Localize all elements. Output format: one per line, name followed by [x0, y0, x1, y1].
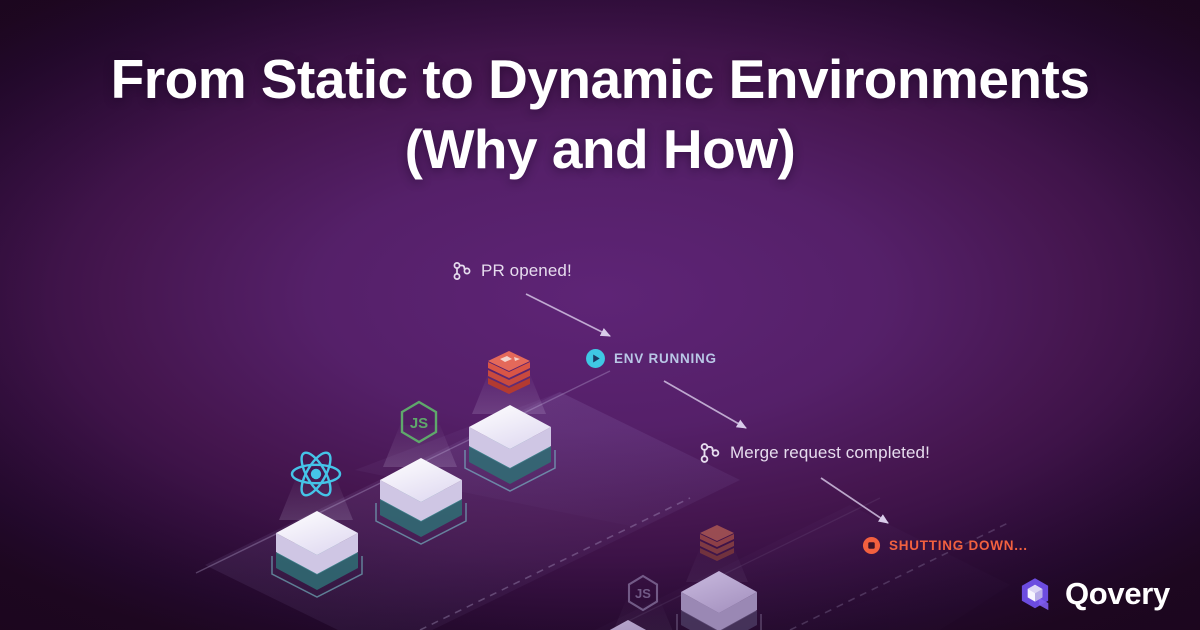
svg-text:JS: JS	[635, 586, 651, 601]
arrow-merge-to-shutdown	[820, 477, 889, 524]
annotation-merge-completed-label: Merge request completed!	[730, 443, 930, 462]
arrow-pr-to-running	[525, 293, 611, 337]
status-badge-shutting-down: SHUTTING DOWN...	[862, 536, 1028, 555]
isometric-plane-active	[195, 370, 740, 630]
redis-logo	[488, 351, 530, 394]
annotation-merge-completed: Merge request completed!	[699, 442, 930, 464]
page-title-line-1: From Static to Dynamic Environments	[110, 48, 1090, 110]
annotation-pr-opened-label: PR opened!	[481, 261, 572, 280]
stop-circle-icon	[862, 536, 881, 555]
environment-cube-nodejs	[375, 458, 467, 545]
annotation-pr-opened: PR opened!	[452, 261, 572, 281]
qovery-brand-name: Qovery	[1064, 576, 1170, 611]
git-branch-icon	[453, 262, 471, 280]
environment-cube-redis	[464, 405, 556, 492]
redis-logo-dim	[700, 525, 734, 561]
play-circle-icon	[586, 349, 605, 368]
git-branch-icon	[700, 443, 720, 463]
status-badge-env-running: ENV RUNNING	[585, 348, 717, 369]
dashed-guideline	[419, 497, 691, 630]
nodejs-logo: JS	[400, 400, 438, 444]
arrow-running-to-merge	[663, 380, 747, 429]
nodejs-logo-dim: JS	[627, 574, 659, 612]
qovery-cube-logo	[1021, 578, 1049, 611]
page-title-line-2: (Why and How)	[404, 118, 796, 181]
svg-text:JS: JS	[410, 415, 428, 432]
environment-cube-react	[271, 511, 363, 598]
status-badge-shutting-down-label: SHUTTING DOWN...	[889, 538, 1028, 553]
environment-cube-nodejs-dim	[609, 620, 647, 630]
flow-arrows	[525, 293, 889, 524]
qovery-brand: Qovery	[1016, 575, 1170, 613]
react-logo	[290, 451, 342, 497]
page-title: From Static to Dynamic Environments (Why…	[0, 44, 1200, 185]
status-badge-env-running-label: ENV RUNNING	[614, 351, 717, 366]
environment-cube-redis-dim	[676, 571, 762, 630]
